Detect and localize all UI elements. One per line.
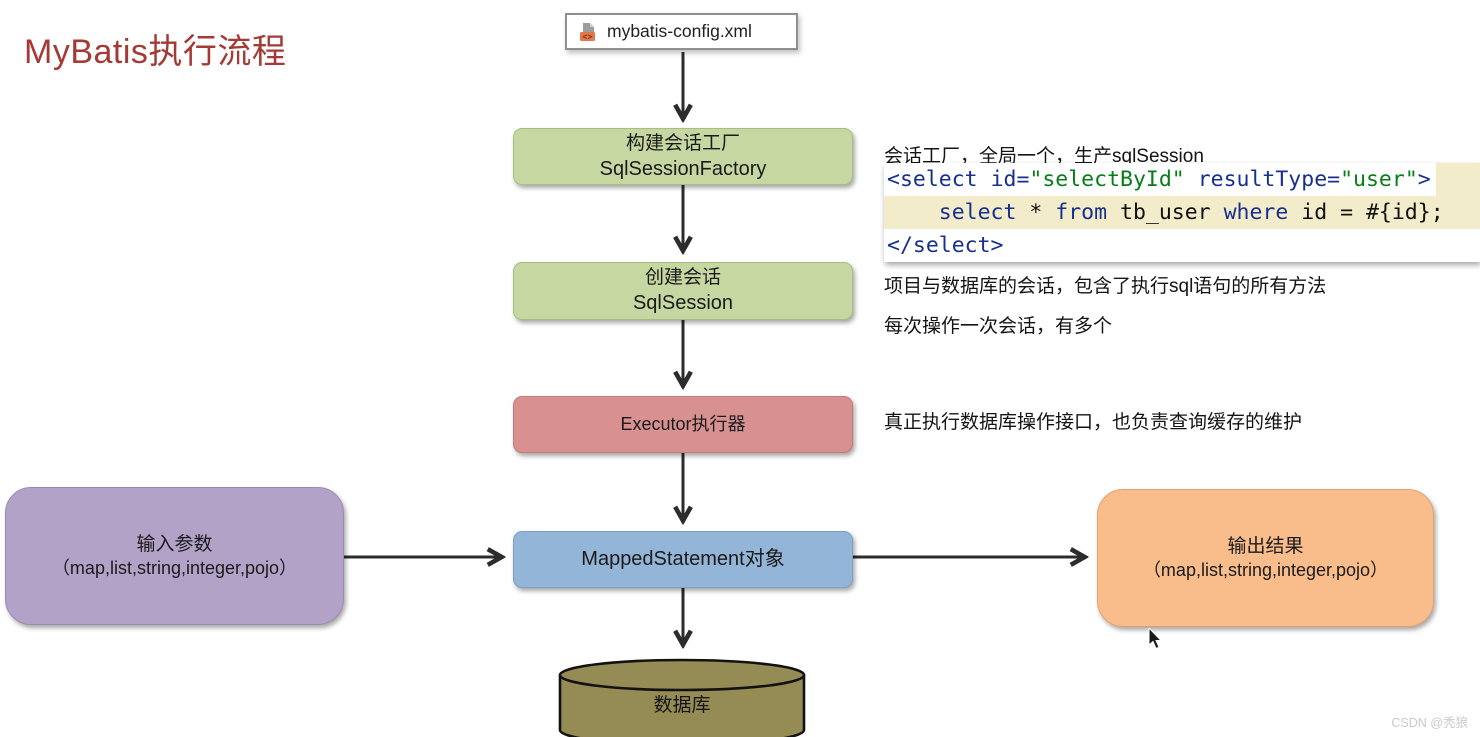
annotation-session-note1: 项目与数据库的会话，包含了执行sql语句的所有方法 [884,276,1327,297]
config-file-box: <> mybatis-config.xml [565,13,798,50]
svg-text:<>: <> [582,32,592,42]
code-line-2: select * from tb_user where id = #{id}; [884,196,1480,229]
step-title: MappedStatement对象 [581,548,785,571]
flow-step-factory: 构建会话工厂 SqlSessionFactory [513,128,853,185]
annotation-session-note2: 每次操作一次会话，有多个 [884,316,1113,337]
step-title: 创建会话 [644,267,721,289]
box-subtitle: （map,list,string,integer,pojo） [1142,559,1389,580]
box-title: 输入参数 [136,533,213,555]
annotation-executor-note: 真正执行数据库操作接口，也负责查询缓存的维护 [884,412,1303,433]
page-title: MyBatis执行流程 [24,33,287,71]
database-label: 数据库 [653,695,711,716]
mouse-cursor-icon [1148,628,1163,650]
step-subtitle: SqlSessionFactory [599,157,767,180]
step-title: 构建会话工厂 [625,132,740,154]
database-cylinder [558,658,806,737]
box-title: 输出结果 [1227,535,1304,557]
box-subtitle: （map,list,string,integer,pojo） [51,557,298,578]
code-line-3: </select> [884,229,1480,262]
input-params-box: 输入参数 （map,list,string,integer,pojo） [5,487,344,625]
output-result-box: 输出结果 （map,list,string,integer,pojo） [1097,489,1434,627]
annotation-factory-note: 会话工厂，全局一个，生产sqlSession [884,146,1204,167]
config-file-label: mybatis-config.xml [607,21,752,41]
step-subtitle: SqlSession [632,292,734,315]
flow-step-mappedstatement: MappedStatement对象 [513,531,853,588]
flow-step-session: 创建会话 SqlSession [513,262,853,320]
watermark: CSDN @秃狼 [1391,716,1468,730]
flow-step-executor: Executor执行器 [513,396,853,453]
xml-file-icon: <> [577,21,599,43]
code-line-1: <select id="selectById" resultType="user… [884,163,1480,196]
code-snippet-block: <select id="selectById" resultType="user… [884,163,1480,262]
step-title: Executor执行器 [620,413,746,434]
